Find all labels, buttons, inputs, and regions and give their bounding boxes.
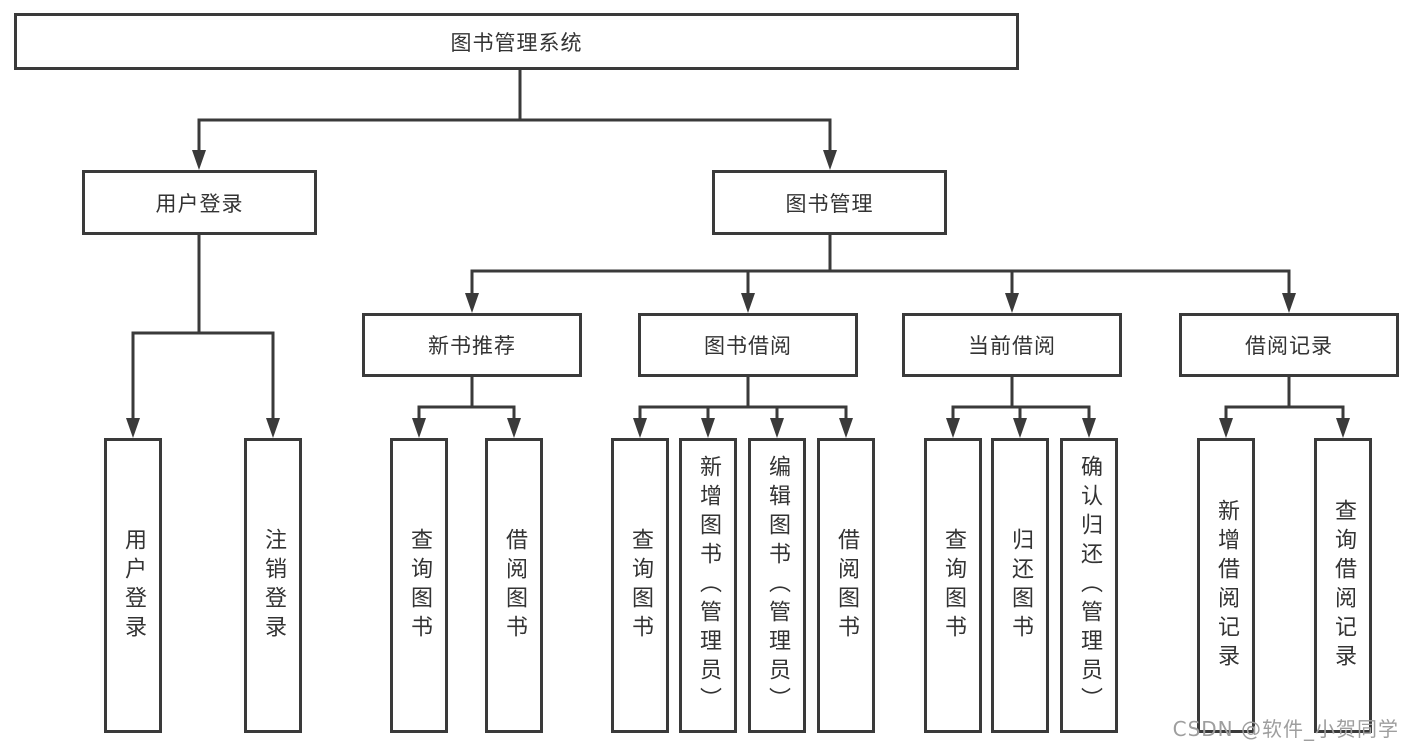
node-book-management: 图书管理 (712, 170, 947, 235)
node-borrow-records-label: 借阅记录 (1245, 334, 1333, 358)
arrowhead-down-icon (741, 293, 755, 313)
arrowhead-down-icon (1082, 418, 1096, 438)
arrowhead-down-icon (946, 418, 960, 438)
leaf-bb-edit-book-admin-label: 编辑图书（管理员） (765, 455, 790, 716)
connector-book-management (465, 233, 1296, 313)
connector-user-login (126, 233, 280, 438)
arrowhead-down-icon (770, 418, 784, 438)
arrowhead-down-icon (192, 150, 206, 170)
leaf-br-query-record: 查询借阅记录 (1314, 438, 1372, 733)
leaf-logout-label: 注销登录 (261, 527, 286, 644)
arrowhead-down-icon (266, 418, 280, 438)
arrowhead-down-icon (1219, 418, 1233, 438)
leaf-bb-borrow-book: 借阅图书 (817, 438, 875, 733)
node-current-borrow-label: 当前借阅 (968, 334, 1056, 358)
node-user-login: 用户登录 (82, 170, 317, 235)
leaf-cb-return-book: 归还图书 (991, 438, 1049, 733)
node-root-label: 图书管理系统 (450, 30, 583, 55)
arrowhead-down-icon (1013, 418, 1027, 438)
leaf-bb-add-book-admin: 新增图书（管理员） (679, 438, 737, 733)
connector-root (192, 68, 837, 170)
arrowhead-down-icon (1336, 418, 1350, 438)
arrowhead-down-icon (701, 418, 715, 438)
arrowhead-down-icon (126, 418, 140, 438)
connector-current-borrow (946, 375, 1096, 438)
leaf-bb-edit-book-admin: 编辑图书（管理员） (748, 438, 806, 733)
arrowhead-down-icon (465, 293, 479, 313)
arrowhead-down-icon (412, 418, 426, 438)
csdn-watermark: CSDN @软件_小贺同学 (1172, 717, 1399, 741)
leaf-cb-return-book-label: 归还图书 (1008, 527, 1033, 644)
connector-borrow-records (1219, 375, 1350, 438)
leaf-user-login: 用户登录 (104, 438, 162, 733)
node-current-borrow: 当前借阅 (902, 313, 1122, 377)
leaf-bb-add-book-admin-label: 新增图书（管理员） (696, 455, 721, 716)
leaf-nbr-borrow-book-label: 借阅图书 (502, 527, 527, 644)
leaf-cb-query-book: 查询图书 (924, 438, 982, 733)
leaf-cb-confirm-return-admin-label: 确认归还（管理员） (1077, 455, 1102, 716)
arrowhead-down-icon (1282, 293, 1296, 313)
arrowhead-down-icon (1005, 293, 1019, 313)
arrowhead-down-icon (839, 418, 853, 438)
leaf-logout: 注销登录 (244, 438, 302, 733)
node-new-book-recommend: 新书推荐 (362, 313, 582, 377)
arrowhead-down-icon (507, 418, 521, 438)
leaf-bb-query-book: 查询图书 (611, 438, 669, 733)
node-root: 图书管理系统 (14, 13, 1019, 70)
node-book-borrow: 图书借阅 (638, 313, 858, 377)
leaf-nbr-query-book-label: 查询图书 (407, 527, 432, 644)
leaf-cb-query-book-label: 查询图书 (941, 527, 966, 644)
leaf-bb-query-book-label: 查询图书 (628, 527, 653, 644)
node-book-borrow-label: 图书借阅 (704, 334, 792, 358)
leaf-br-add-record: 新增借阅记录 (1197, 438, 1255, 733)
node-borrow-records: 借阅记录 (1179, 313, 1399, 377)
arrowhead-down-icon (633, 418, 647, 438)
leaf-br-query-record-label: 查询借阅记录 (1331, 498, 1356, 673)
leaf-cb-confirm-return-admin: 确认归还（管理员） (1060, 438, 1118, 733)
connector-new-book-recommend (412, 375, 521, 438)
connector-book-borrow (633, 375, 853, 438)
leaf-nbr-borrow-book: 借阅图书 (485, 438, 543, 733)
node-book-management-label: 图书管理 (785, 191, 874, 216)
leaf-nbr-query-book: 查询图书 (390, 438, 448, 733)
arrowhead-down-icon (823, 150, 837, 170)
leaf-bb-borrow-book-label: 借阅图书 (834, 527, 859, 644)
node-new-book-recommend-label: 新书推荐 (428, 334, 516, 358)
leaf-br-add-record-label: 新增借阅记录 (1214, 498, 1239, 673)
leaf-user-login-label: 用户登录 (121, 527, 146, 644)
node-user-login-label: 用户登录 (155, 191, 244, 216)
